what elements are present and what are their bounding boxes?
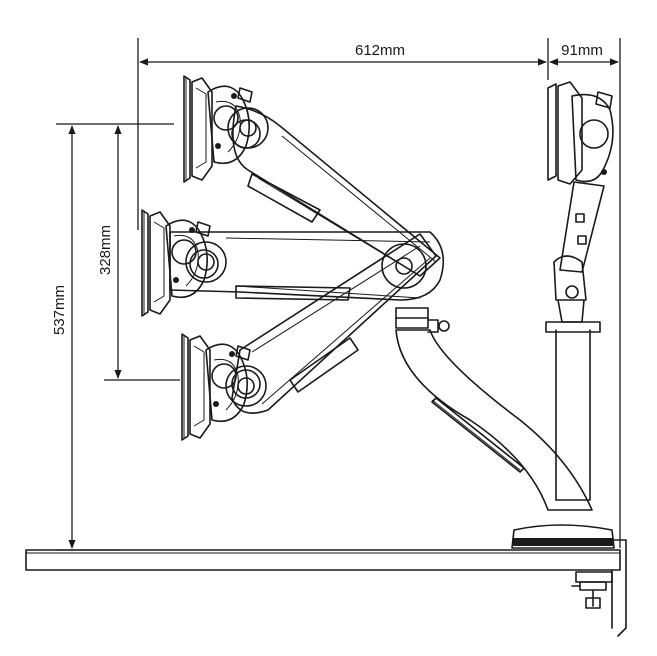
monitor-head-lower bbox=[181, 333, 267, 441]
height-range-label: 328mm bbox=[97, 225, 114, 275]
arm-upper-position bbox=[231, 105, 441, 277]
monitor-head-upper bbox=[183, 75, 269, 183]
desk-clamp bbox=[571, 539, 627, 637]
desk-surface bbox=[25, 549, 621, 571]
width-arm-label: 612mm bbox=[355, 42, 405, 59]
arm-base bbox=[511, 524, 615, 549]
dimension-width-arm: 612mm bbox=[137, 38, 549, 230]
monitor-head-middle bbox=[141, 209, 227, 317]
arm-lower-position bbox=[231, 233, 437, 414]
monitor-head-folded bbox=[547, 81, 614, 323]
arm-middle-position bbox=[169, 231, 445, 301]
width-side-label: 91mm bbox=[561, 42, 603, 59]
lower-arm bbox=[395, 307, 601, 511]
height-total-label: 537mm bbox=[51, 285, 68, 335]
dimension-height-total: 537mm bbox=[51, 123, 174, 551]
dimension-width-side: 91mm bbox=[549, 38, 621, 548]
dimension-height-range: 328mm bbox=[97, 125, 180, 381]
